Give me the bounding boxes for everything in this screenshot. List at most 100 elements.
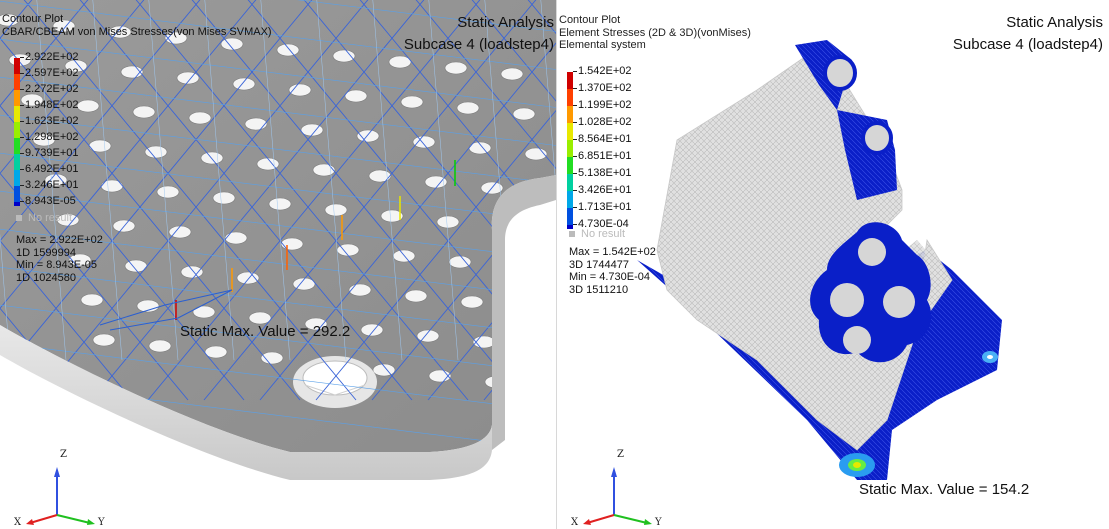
legend-swatch (14, 106, 20, 122)
legend-tick (20, 105, 24, 106)
legend-tick (573, 139, 577, 140)
legend-swatch (14, 58, 20, 74)
legend-value: 6.851E+01 (578, 150, 632, 162)
legend-swatch (567, 191, 573, 208)
legend-tick (20, 73, 24, 74)
legend-value: 2.597E+02 (25, 67, 79, 79)
legend-swatch (14, 138, 20, 154)
legend-value: 2.272E+02 (25, 83, 79, 95)
coordinate-triad: Z X Y (567, 449, 677, 528)
legend-value: 3.246E+01 (25, 179, 79, 191)
legend-swatch (14, 122, 20, 138)
legend-tick (573, 190, 577, 191)
legend-value: 1.713E+01 (578, 201, 632, 213)
legend-swatch (567, 140, 573, 157)
legend-value: 6.492E+01 (25, 163, 79, 175)
no-result-swatch (16, 215, 22, 222)
legend-value: 1.199E+02 (578, 99, 632, 111)
legend-tick (573, 105, 577, 106)
static-max-label: Static Max. Value = 292.2 (180, 323, 351, 340)
contour-plot-header: Contour Plot Element Stresses (2D & 3D)(… (559, 14, 751, 52)
x-axis-label: X (571, 517, 579, 528)
legend-tick (20, 89, 24, 90)
legend-swatch (14, 154, 20, 170)
legend-value: 4.730E-04 (578, 218, 629, 230)
legend-value: 1.028E+02 (578, 116, 632, 128)
analysis-name: Static Analysis (457, 14, 554, 31)
legend-tick (573, 88, 577, 89)
four-hole-lug (810, 222, 932, 363)
min-value: Min = 4.730E-04 (569, 271, 651, 283)
y-axis-label: Y (655, 517, 662, 528)
analysis-title: Static Analysis Subcase 4 (loadstep4) (953, 12, 1103, 56)
legend-swatch (567, 208, 573, 225)
max-value: Max = 2.922E+02 (16, 234, 103, 246)
coordinate-triad: Z X Y (10, 449, 120, 528)
legend-swatch (14, 74, 20, 90)
legend-tick (20, 137, 24, 138)
triad-axes (583, 467, 652, 525)
min-element: 1D 1024580 (16, 271, 76, 284)
legend-swatch (567, 157, 573, 174)
legend-swatch (14, 90, 20, 106)
legend-swatch (14, 170, 20, 186)
legend-swatch (14, 202, 20, 206)
legend-value: 5.138E+01 (578, 167, 632, 179)
legend-value: 1.542E+02 (578, 65, 632, 77)
x-axis-label: X (14, 517, 22, 528)
right-viewport[interactable]: Contour Plot Element Stresses (2D & 3D)(… (557, 0, 1109, 529)
lattice-plate-model (0, 0, 556, 480)
min-value: Min = 8.943E-05 (16, 259, 98, 271)
legend-tick (573, 207, 577, 208)
y-axis-label: Y (98, 517, 105, 528)
legend-swatch (567, 123, 573, 140)
legend-tick (20, 57, 24, 58)
legend-tick (573, 71, 577, 72)
legend-value: 1.623E+02 (25, 115, 79, 127)
header-line: Element Stresses (2D & 3D)(vonMises) (559, 26, 751, 39)
min-max-stats: Max = 2.922E+02 1D 1599994 Min = 8.943E-… (16, 234, 103, 284)
legend-swatch (567, 225, 573, 229)
no-result-swatch (569, 231, 575, 238)
max-element: 1D 1599994 (16, 246, 76, 259)
min-element: 3D 1511210 (569, 283, 629, 296)
stressed-beams (99, 160, 456, 331)
header-line: Contour Plot (559, 14, 621, 26)
header-line: Contour Plot (2, 13, 64, 25)
legend-tick (20, 169, 24, 170)
legend-tick (20, 121, 24, 122)
legend-value: 9.739E+01 (25, 147, 79, 159)
no-result-label: No result (28, 212, 73, 224)
min-max-stats: Max = 1.542E+02 3D 1744477 Min = 4.730E-… (569, 246, 656, 296)
contour-plot-header: Contour Plot CBAR/CBEAM von Mises Stress… (2, 13, 272, 38)
stress-hotspot (839, 351, 998, 477)
analysis-title: Static Analysis Subcase 4 (loadstep4) (404, 12, 554, 56)
analysis-name: Static Analysis (1006, 14, 1103, 31)
z-axis-label: Z (617, 449, 624, 460)
legend-tick (20, 153, 24, 154)
legend-tick (20, 201, 24, 202)
max-value: Max = 1.542E+02 (569, 246, 656, 258)
no-result-key: No result (16, 212, 72, 224)
legend-tick (573, 224, 577, 225)
legend-swatch (14, 186, 20, 202)
header-line: Elemental system (559, 39, 646, 51)
viewport-divider[interactable] (556, 0, 557, 529)
legend-tick (573, 173, 577, 174)
legend-tick (20, 185, 24, 186)
legend-tick (573, 156, 577, 157)
triad-axes (26, 467, 95, 525)
left-viewport[interactable]: Contour Plot CBAR/CBEAM von Mises Stress… (0, 0, 556, 529)
legend-value: 1.370E+02 (578, 82, 632, 94)
subcase-name: Subcase 4 (loadstep4) (952, 36, 1103, 53)
legend-value: 2.922E+02 (25, 51, 79, 63)
center-hole (293, 356, 377, 408)
legend-swatch (567, 106, 573, 123)
bracket-model (637, 40, 1002, 480)
max-element: 3D 1744477 (569, 258, 629, 271)
legend-value: 1.298E+02 (25, 131, 79, 143)
z-axis-label: Z (60, 449, 67, 460)
legend-value: 3.426E+01 (578, 184, 632, 196)
no-result-key: No result (569, 228, 625, 240)
no-result-label: No result (581, 228, 626, 240)
